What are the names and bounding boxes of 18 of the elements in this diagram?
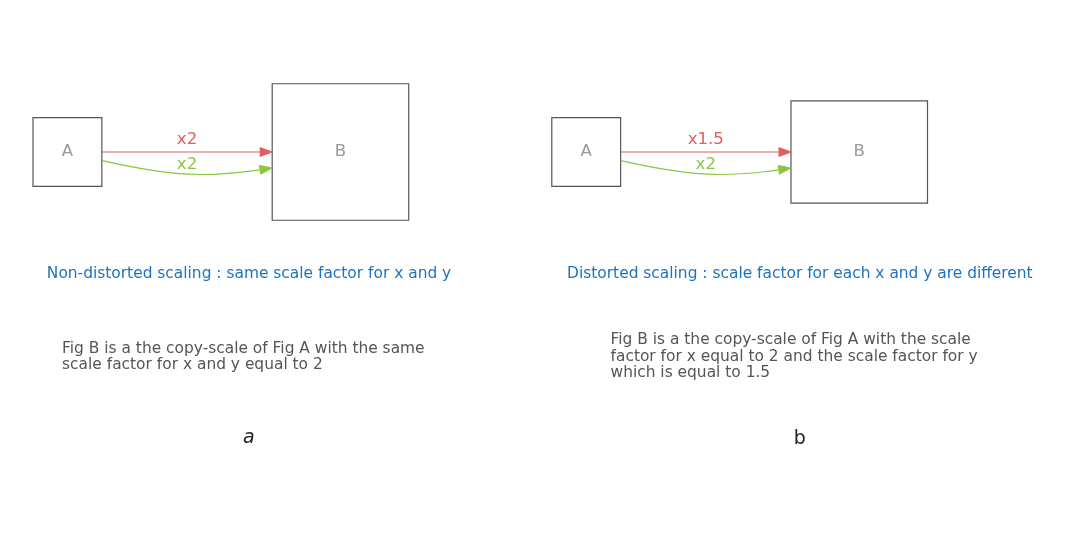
node-box: B <box>271 82 410 221</box>
label: Fig B is a the copy-scale of Fig A with the same scale factor for x and y equal to 2 <box>62 338 425 373</box>
arrow <box>101 159 274 175</box>
edge-label: x2 <box>176 153 198 173</box>
label: a <box>243 424 255 447</box>
node-box: A <box>32 116 103 187</box>
node-box: A <box>551 116 622 187</box>
label: Fig B is a the copy-scale of Fig A with the scale factor for x equal to 2 and the scale factor for y which is equal to 1.5 <box>610 329 978 381</box>
arrow <box>620 146 793 157</box>
label: Distorted scaling : scale factor for each x and y are different <box>567 263 1033 282</box>
label: Non-distorted scaling : same scale factor for x and y <box>46 263 452 282</box>
edge-label: x1.5 <box>687 128 724 148</box>
arrow <box>620 159 793 175</box>
edge-label: x2 <box>176 128 198 148</box>
edge-label: x2 <box>695 153 717 173</box>
node-box: B <box>790 99 929 204</box>
label: b <box>793 425 806 448</box>
arrow <box>101 146 274 157</box>
